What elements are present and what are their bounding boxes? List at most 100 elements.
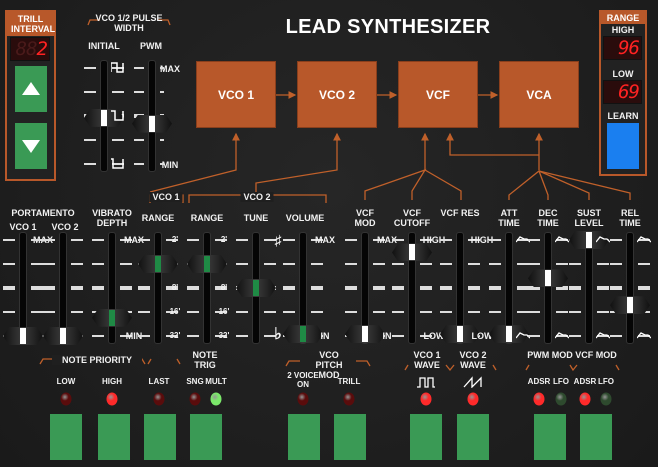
scale-tick	[187, 239, 199, 241]
indicator-led	[600, 392, 612, 406]
scale-tick	[345, 263, 357, 265]
range-scale-label: 2'	[220, 235, 228, 244]
thumb-stripe	[545, 270, 551, 287]
scale-tick	[71, 263, 83, 265]
scale-tick	[31, 263, 43, 265]
note-priority-low-button[interactable]	[50, 414, 82, 460]
scale-tick	[3, 239, 15, 241]
led-label: MULT	[205, 377, 227, 386]
scale-tick	[556, 311, 568, 313]
volume-track[interactable]	[299, 232, 307, 344]
vcf-cutoff-track[interactable]	[408, 232, 416, 344]
vco2-range-thumb[interactable]	[187, 255, 227, 273]
group-label: VCO 2 WAVE	[459, 350, 487, 370]
range-low-display: 69	[603, 80, 642, 104]
vcf-cutoff-thumb[interactable]	[392, 243, 432, 262]
pw-pwm-thumb[interactable]	[132, 114, 172, 133]
led-label: 2 VOICE ON	[287, 371, 319, 389]
vcf-mod-bottom-label: IN	[382, 331, 392, 341]
thumb-stripe	[60, 328, 66, 344]
thumb-stripe	[109, 309, 115, 326]
scale-tick	[569, 263, 581, 265]
vcf-cutoff-bottom-label: LOW	[423, 331, 445, 341]
thumb-stripe	[20, 328, 26, 344]
vcf-mod-track[interactable]	[361, 232, 369, 344]
sust-level-thumb[interactable]	[569, 231, 609, 249]
scale-tick	[517, 286, 529, 290]
tune-thumb[interactable]	[236, 279, 276, 297]
scale-tick	[264, 311, 276, 313]
note-priority-high-button[interactable]	[98, 414, 130, 460]
vco2-range-track[interactable]	[203, 232, 211, 344]
scale-tick	[160, 67, 164, 69]
vco1-wave-button[interactable]	[410, 414, 442, 460]
scale-tick	[120, 335, 132, 337]
scale-tick	[489, 311, 501, 313]
dec-time-thumb[interactable]	[528, 269, 568, 288]
group-label: VCO PITCH MOD	[315, 350, 343, 380]
vco2-wave-button[interactable]	[457, 414, 489, 460]
scale-tick	[638, 239, 650, 241]
vco1-range-thumb[interactable]	[138, 255, 178, 273]
scale-tick	[638, 263, 650, 265]
scale-tick	[638, 286, 650, 290]
vcf-res-track[interactable]	[456, 232, 464, 344]
vcf-mod-thumb[interactable]	[345, 325, 385, 344]
square-wave-icon	[417, 377, 435, 388]
portamento-vco1-thumb[interactable]	[3, 327, 43, 345]
scale-tick	[528, 286, 540, 290]
volume-thumb[interactable]	[283, 325, 323, 344]
att-time-track[interactable]	[505, 232, 513, 344]
scale-tick	[556, 263, 568, 265]
portamento-vco2-thumb[interactable]	[43, 327, 83, 345]
group-label: VCO 1 WAVE	[413, 350, 441, 370]
vcf-mod-button[interactable]	[580, 414, 612, 460]
tune-top-label: ♯	[274, 232, 282, 248]
vibrato-depth-thumb[interactable]	[92, 308, 132, 327]
scale-tick	[597, 335, 609, 337]
scale-tick	[489, 239, 501, 241]
scale-tick	[311, 239, 323, 241]
scale-tick	[517, 311, 529, 313]
trill-interval-value: 2	[36, 38, 48, 60]
scale-tick	[166, 311, 178, 313]
pwm-mod-button[interactable]	[534, 414, 566, 460]
pulse-width-heading: VCO 1/2 PULSE WIDTH	[95, 13, 163, 33]
scale-tick	[517, 263, 529, 265]
range-header: RANGE	[601, 12, 645, 24]
trill-down-button[interactable]	[15, 123, 47, 169]
thumb-stripe	[253, 280, 259, 296]
thumb-stripe	[586, 232, 592, 248]
learn-button[interactable]	[607, 123, 639, 169]
rel-time-thumb[interactable]	[610, 296, 650, 315]
trill-up-button[interactable]	[15, 66, 47, 112]
scale-tick	[134, 67, 144, 69]
range-scale-label: 8'	[171, 283, 179, 292]
range-low-label: LOW	[612, 69, 634, 79]
pulse-wave-icon	[111, 110, 124, 121]
vibrato-depth-track[interactable]	[108, 232, 116, 344]
pw-initial-thumb[interactable]	[84, 108, 124, 127]
att-time-thumb[interactable]	[489, 325, 529, 344]
envelope-icon	[596, 236, 610, 243]
scale-tick	[71, 286, 83, 290]
learn-label: LEARN	[607, 111, 639, 121]
scale-tick	[569, 311, 581, 313]
note-trig-button[interactable]	[190, 414, 222, 460]
vco1-range-track[interactable]	[154, 232, 162, 344]
pulse-wave-icon	[111, 158, 124, 169]
thumb-stripe	[409, 244, 415, 261]
range-scale-label: 32'	[218, 331, 230, 340]
led-label: LFO	[598, 377, 614, 386]
pitch-mod-2voice-button[interactable]	[288, 414, 320, 460]
scale-tick	[420, 335, 432, 337]
rel-time-track[interactable]	[626, 232, 634, 344]
dec-time-track[interactable]	[544, 232, 552, 344]
pitch-mod-trill-button[interactable]	[334, 414, 366, 460]
vcf-res-thumb[interactable]	[440, 325, 480, 344]
note-priority-last-button[interactable]	[144, 414, 176, 460]
indicator-led	[533, 392, 545, 406]
scale-tick	[84, 139, 96, 141]
scale-tick	[112, 163, 124, 165]
